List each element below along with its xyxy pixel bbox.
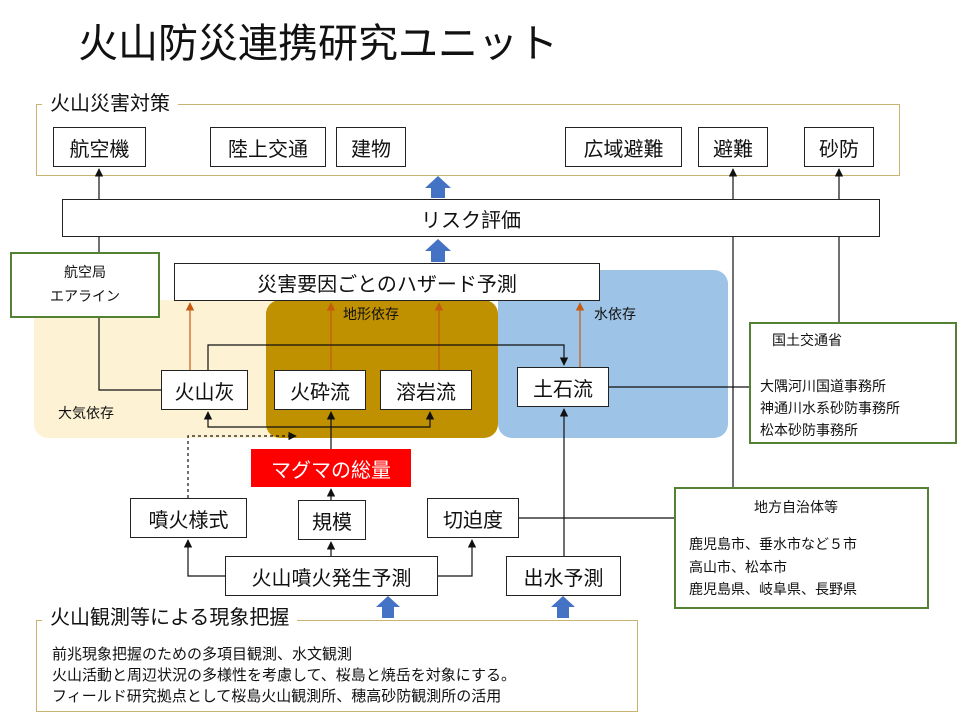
- observation-label: 火山観測等による現象把握: [42, 604, 298, 630]
- block-arrow-hazard-up: [425, 239, 451, 262]
- zone-label-water: 水依存: [594, 307, 636, 323]
- airline-stakeholder-box: 航空局 エアライン: [10, 252, 160, 318]
- mlit-office-2: 神通川水系砂防事務所: [760, 401, 900, 417]
- hazard-volcanic-ash: 火山灰: [161, 370, 248, 410]
- line-airline-to-ash: [98, 318, 161, 391]
- block-arrow-risk-up: [425, 176, 451, 198]
- hazard-lava-flow: 溶岩流: [380, 370, 472, 410]
- line-magma-to-hazards: [203, 411, 435, 428]
- observation-line-1: 前兆現象把握のための多項目観測、水文観測: [52, 645, 353, 663]
- hazard-pyroclastic-flow: 火砕流: [274, 370, 366, 410]
- countermeasure-evacuation: 避難: [698, 127, 768, 167]
- dashed-style-to-magma: [187, 431, 297, 498]
- mlit-office-3: 松本砂防事務所: [760, 423, 858, 439]
- observation-line-3: フィールド研究拠点として桜島火山観測所、穂高砂防観測所の活用: [52, 687, 502, 705]
- zone-label-atmosphere: 大気依存: [58, 406, 114, 422]
- eruption-forecast-box: 火山噴火発生予測: [225, 556, 438, 596]
- hazard-forecast-box: 災害要因ごとのハザード予測: [174, 263, 600, 301]
- airline-line-2: エアライン: [50, 289, 120, 305]
- local-gov-line-3: 鹿児島県、岐阜県、長野県: [689, 582, 857, 598]
- local-gov-line-1: 鹿児島市、垂水市など５市: [689, 537, 857, 553]
- risk-assessment-box: リスク評価: [62, 199, 880, 237]
- zone-label-terrain: 地形依存: [343, 307, 399, 323]
- page-title: 火山防災連携研究ユニット: [78, 21, 558, 67]
- observation-frame: [36, 620, 638, 712]
- countermeasure-wide-evacuation: 広域避難: [565, 127, 682, 167]
- arrow-forecast-to-imminence: [438, 539, 477, 577]
- local-gov-title: 地方自治体等: [754, 500, 838, 516]
- hazard-debris-flow: 土石流: [517, 367, 609, 407]
- countermeasures-frame: [36, 104, 900, 176]
- line-hazards-to-debris: [207, 344, 569, 370]
- airline-line-1: 航空局: [64, 265, 106, 281]
- mlit-office-1: 大隅河川国道事務所: [760, 379, 886, 395]
- local-gov-line-2: 高山市、松本市: [689, 560, 787, 576]
- countermeasure-buildings: 建物: [336, 127, 406, 167]
- block-arrow-observation-to-eruption: [376, 596, 400, 618]
- countermeasure-land-transport: 陸上交通: [210, 127, 326, 167]
- mlit-stakeholder-box: 国土交通省 大隅河川国道事務所 神通川水系砂防事務所 松本砂防事務所: [749, 322, 957, 444]
- mlit-title: 国土交通省: [772, 333, 842, 349]
- magma-total-box: マグマの総量: [251, 449, 411, 487]
- countermeasure-aircraft: 航空機: [53, 127, 146, 167]
- param-scale: 規模: [298, 500, 366, 540]
- flood-forecast-box: 出水予測: [506, 556, 621, 596]
- local-gov-stakeholder-box: 地方自治体等 鹿児島市、垂水市など５市 高山市、松本市 鹿児島県、岐阜県、長野県: [674, 487, 929, 609]
- arrow-forecast-to-style: [183, 539, 225, 577]
- param-eruption-style: 噴火様式: [130, 498, 247, 538]
- observation-line-2: 火山活動と周辺状況の多様性を考慮して、桜島と焼岳を対象にする。: [52, 666, 516, 684]
- countermeasures-label: 火山災害対策: [42, 90, 178, 116]
- param-imminence: 切迫度: [427, 498, 519, 538]
- countermeasure-sabo: 砂防: [804, 127, 874, 167]
- block-arrow-observation-to-flood: [551, 596, 575, 618]
